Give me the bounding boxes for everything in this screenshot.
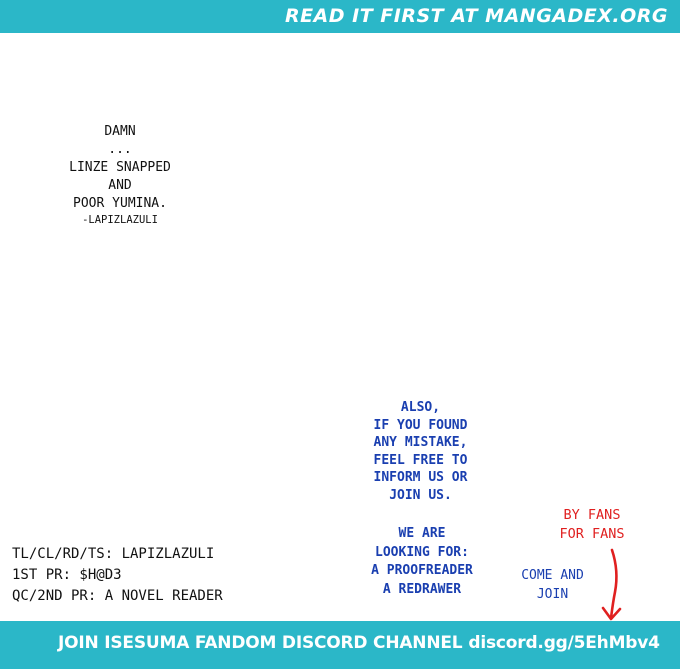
recruit-note-line: A REDRAWER bbox=[382, 581, 462, 597]
join-note: COME AND JOIN bbox=[505, 567, 600, 604]
recruit-note-line: ANY MISTAKE, bbox=[373, 435, 468, 450]
translator-note-line: AND bbox=[108, 178, 132, 193]
translator-signature: -LAPIZLAZULI bbox=[82, 214, 158, 226]
credit-line: 1ST PR: $H@D3 bbox=[12, 567, 122, 583]
recruit-note-line: FEEL FREE TO bbox=[373, 452, 468, 468]
fans-note: BY FANS FOR FANS bbox=[540, 506, 644, 544]
recruit-note-line: LOOKING FOR: bbox=[375, 544, 469, 560]
discord-notice-label: JOIN ISESUMA FANDOM DISCORD CHANNEL bbox=[58, 633, 463, 653]
recruit-note-bottom: WE ARE LOOKING FOR: A PROOFREADER A REDR… bbox=[347, 525, 497, 599]
credit-line: TL/CL/RD/TS: LAPIZLAZULI bbox=[12, 546, 215, 562]
translator-note-line: DAMN bbox=[104, 124, 136, 139]
translator-note-line: POOR YUMINA. bbox=[73, 196, 167, 211]
recruit-note-line: IF YOU FOUND bbox=[373, 417, 468, 433]
mangadex-notice: READ IT FIRST AT MANGADEX.ORG bbox=[284, 5, 668, 27]
fans-note-line: FOR FANS bbox=[559, 526, 625, 542]
recruit-note-line: JOIN US. bbox=[389, 487, 452, 503]
join-note-line: COME AND bbox=[521, 568, 584, 583]
recruit-note-line: A PROOFREADER bbox=[371, 563, 473, 578]
recruit-note-line: WE ARE bbox=[398, 526, 446, 541]
translator-note-line: ... bbox=[108, 142, 132, 157]
credits-block: TL/CL/RD/TS: LAPIZLAZULI 1ST PR: $H@D3 Q… bbox=[12, 544, 223, 607]
fans-note-line: BY FANS bbox=[563, 507, 621, 523]
top-banner: READ IT FIRST AT MANGADEX.ORG bbox=[0, 0, 680, 33]
translator-note: DAMN ... LINZE SNAPPED AND POOR YUMINA. … bbox=[40, 123, 200, 227]
credit-line: QC/2ND PR: A NOVEL READER bbox=[12, 588, 223, 604]
join-note-line: JOIN bbox=[536, 586, 569, 602]
recruit-note-line: ALSO, bbox=[400, 400, 441, 415]
down-arrow-icon bbox=[601, 548, 622, 621]
recruit-note-top: ALSO, IF YOU FOUND ANY MISTAKE, FEEL FRE… bbox=[343, 399, 498, 504]
discord-link[interactable]: discord.gg/5EhMbv4 bbox=[468, 633, 660, 653]
recruit-note-line: INFORM US OR bbox=[373, 470, 468, 485]
translator-note-line: LINZE SNAPPED bbox=[69, 160, 171, 175]
